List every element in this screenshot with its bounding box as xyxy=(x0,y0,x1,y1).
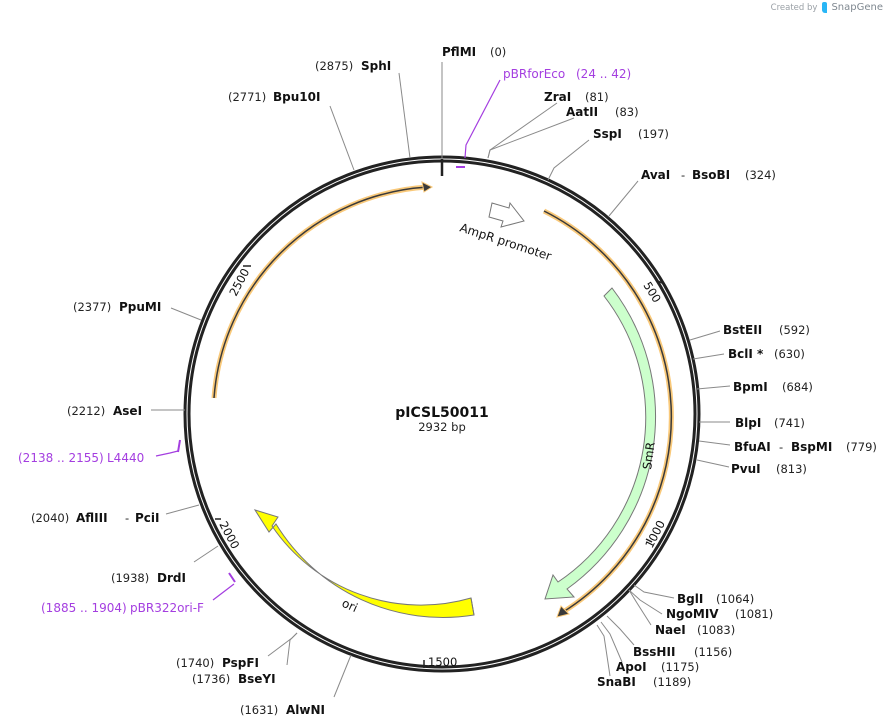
site-pspfi-pos: (1740) xyxy=(176,656,214,670)
site-avai-dash: - xyxy=(681,168,685,182)
site-bcli-pos: (630) xyxy=(774,347,805,361)
site-blpi[interactable]: BlpI xyxy=(735,416,761,430)
site-apoi-pos: (1175) xyxy=(661,660,699,674)
site-bpmi-pos: (684) xyxy=(782,380,813,394)
site-naei[interactable]: NaeI xyxy=(655,623,686,637)
site-afliii[interactable]: AflIII xyxy=(76,511,108,525)
primer-l4440-range: (2138 .. 2155) xyxy=(18,451,104,465)
site-bsteii[interactable]: BstEII xyxy=(723,323,762,337)
credit-brand: SnapGene xyxy=(831,2,883,13)
feature-ori[interactable] xyxy=(253,509,475,618)
site-besshii-pos: (1156) xyxy=(694,645,732,659)
snapgene-logo-icon xyxy=(822,2,828,13)
site-zrai[interactable]: ZraI xyxy=(544,90,571,104)
site-bfuai[interactable]: BfuAI xyxy=(734,440,771,454)
orf-arc-upper-left[interactable] xyxy=(211,181,434,399)
site-sspi[interactable]: SspI xyxy=(593,127,622,141)
site-asei-pos: (2212) xyxy=(67,404,105,418)
primer-marks xyxy=(155,79,501,601)
site-drdi-pos: (1938) xyxy=(111,571,149,585)
site-besshii[interactable]: BssHII xyxy=(633,645,675,659)
site-bseyi-pos: (1736) xyxy=(192,672,230,686)
site-snabi[interactable]: SnaBI xyxy=(597,675,636,689)
site-pvui[interactable]: PvuI xyxy=(731,462,761,476)
feature-label-ori: ori xyxy=(340,596,360,615)
scale-ticks xyxy=(215,265,665,668)
site-alwni[interactable]: AlwNI xyxy=(286,703,325,717)
site-snabi-pos: (1189) xyxy=(653,675,691,689)
site-pflmi-pos: (0) xyxy=(490,45,506,59)
site-pvui-pos: (813) xyxy=(776,462,807,476)
site-apoi[interactable]: ApoI xyxy=(616,660,647,674)
site-pspfi[interactable]: PspFI xyxy=(222,656,259,670)
site-bpu10i[interactable]: Bpu10I xyxy=(273,90,320,104)
site-bcli[interactable]: BclI * xyxy=(728,347,764,361)
primer-pbrforeco[interactable]: pBRforEco xyxy=(503,67,565,81)
credit-prefix: Created by xyxy=(770,2,818,13)
site-sspi-pos: (197) xyxy=(638,127,669,141)
site-bspmi[interactable]: BspMI xyxy=(791,440,832,454)
primer-l4440[interactable]: L4440 xyxy=(107,451,144,465)
snapgene-credit: Created by SnapGene xyxy=(771,2,883,13)
site-bpu10i-pos: (2771) xyxy=(228,90,266,104)
site-ppumi[interactable]: PpuMI xyxy=(119,300,161,314)
feature-ampr-promoter[interactable] xyxy=(488,201,525,228)
primer-pbr322ori-f[interactable]: pBR322ori-F xyxy=(130,601,204,615)
site-zrai-pos: (81) xyxy=(585,90,609,104)
site-pcii[interactable]: PciI xyxy=(135,511,160,525)
feature-label-ampr-promoter: AmpR promoter xyxy=(458,221,553,264)
site-avai[interactable]: AvaI xyxy=(641,168,670,182)
site-afliii-pos: (2040) xyxy=(31,511,69,525)
site-bsobi[interactable]: BsoBI xyxy=(692,168,730,182)
site-ngomiv[interactable]: NgoMIV xyxy=(666,607,719,621)
site-sphi-pos: (2875) xyxy=(315,59,353,73)
site-bsteii-pos: (592) xyxy=(779,323,810,337)
site-ngomiv-pos: (1081) xyxy=(735,607,773,621)
feature-label-smr: SmR xyxy=(640,441,658,470)
site-sphi[interactable]: SphI xyxy=(361,59,391,73)
site-avai-pos: (324) xyxy=(745,168,776,182)
site-aatii[interactable]: AatII xyxy=(566,105,598,119)
site-bgli-pos: (1064) xyxy=(716,592,754,606)
site-bfuai-dash: - xyxy=(779,440,783,454)
feature-smr[interactable] xyxy=(544,287,656,600)
site-bgli[interactable]: BglI xyxy=(677,592,703,606)
site-drdi[interactable]: DrdI xyxy=(157,571,186,585)
site-aatii-pos: (83) xyxy=(615,105,639,119)
site-bfuai-pos: (779) xyxy=(846,440,877,454)
plasmid-name: pICSL50011 xyxy=(395,405,488,421)
orf-arc-right[interactable] xyxy=(542,208,674,618)
site-alwni-pos: (1631) xyxy=(240,703,278,717)
site-naei-pos: (1083) xyxy=(697,623,735,637)
primer-pbr322ori-f-range: (1885 .. 1904) xyxy=(41,601,127,615)
site-afliii-dash: - xyxy=(125,511,129,525)
site-bseyi[interactable]: BseYI xyxy=(238,672,276,686)
site-blpi-pos: (741) xyxy=(774,416,805,430)
site-leader-lines xyxy=(151,62,731,698)
site-bpmi[interactable]: BpmI xyxy=(733,380,768,394)
tick-label-1500: 1500 xyxy=(428,655,457,669)
site-asei[interactable]: AseI xyxy=(113,404,142,418)
tick-label-500: 500 xyxy=(640,279,664,305)
primer-pbrforeco-range: (24 .. 42) xyxy=(576,67,631,81)
site-pflmi[interactable]: PflMI xyxy=(442,45,476,59)
plasmid-length: 2932 bp xyxy=(418,420,466,434)
site-ppumi-pos: (2377) xyxy=(73,300,111,314)
